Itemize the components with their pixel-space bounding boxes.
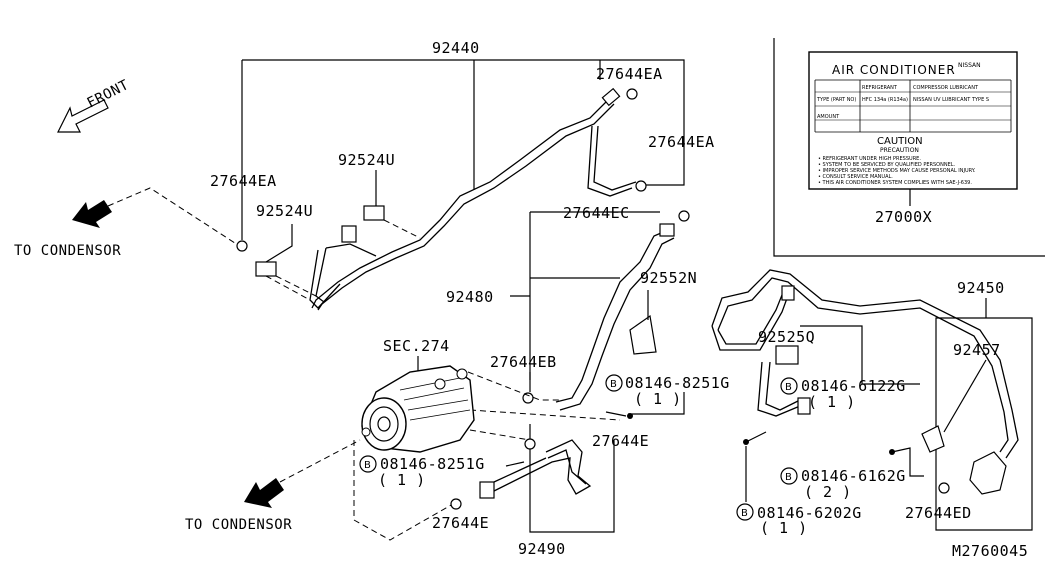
svg-text:B: B (741, 508, 748, 519)
part-92552N[interactable]: 92552N (640, 269, 697, 287)
bracket-92552N (629, 314, 657, 355)
condensor-line-bottom (279, 439, 361, 483)
bolt-8251G-lower (505, 461, 525, 467)
o-ring-27644EA-top (626, 88, 638, 100)
ac-line-1: • REFRIGERANT UNDER HIGH PRESSURE. (818, 156, 921, 162)
pipe-92450 (711, 269, 1019, 459)
ac-lubricant-type: NISSAN UV LUBRICANT TYPE S (913, 97, 989, 103)
svg-text:B: B (610, 379, 617, 390)
ac-line-2: • SYSTEM TO BE SERVICED BY QUALIFIED PER… (818, 162, 956, 168)
part-27644EB[interactable]: 27644EB (490, 353, 557, 371)
part-27644EA-right[interactable]: 27644EA (648, 133, 715, 151)
qty-08146-6122G: ( 1 ) (808, 393, 856, 411)
part-27644EA-left[interactable]: 27644EA (210, 172, 277, 190)
part-27644ED[interactable]: 27644ED (905, 504, 972, 522)
diagram-id: M2760045 (952, 542, 1028, 560)
bolt-symbol-6202G-icon (736, 503, 754, 521)
part-92457[interactable]: 92457 (953, 341, 1001, 359)
to-condensor-top-label: TO CONDENSOR (14, 243, 121, 259)
svg-text:B: B (785, 472, 792, 483)
ac-line-4: • CONSULT SERVICE MANUAL. (818, 174, 893, 180)
part-92440[interactable]: 92440 (432, 39, 480, 57)
part-08146-6122G[interactable]: 08146-6122G (801, 377, 906, 395)
ac-label-brand: NISSAN (958, 62, 981, 69)
to-condensor-bottom-label: TO CONDENSOR (185, 517, 292, 533)
bolt-symbol-6122G-icon (780, 377, 798, 395)
to-condensor-arrow-bottom-icon (244, 478, 284, 508)
label-section-border (773, 38, 1045, 257)
part-27644E-upper[interactable]: 27644E (592, 432, 649, 450)
leader-92440 (242, 59, 685, 186)
clip-92524U-upper (363, 205, 385, 221)
part-27644EA-top[interactable]: 27644EA (596, 65, 663, 83)
o-ring-27644EB (522, 392, 534, 404)
bolt-8251G-upper (605, 411, 627, 417)
o-ring-27644EA-right (635, 180, 647, 192)
o-ring-27644E-upper (524, 438, 536, 450)
part-08146-8251G-upper[interactable]: 08146-8251G (625, 374, 730, 392)
fitting-92450-end (969, 451, 1007, 495)
part-92480[interactable]: 92480 (446, 288, 494, 306)
bracket-92457 (921, 425, 945, 453)
sec-274-label[interactable]: SEC.274 (383, 337, 450, 355)
part-92524U-upper[interactable]: 92524U (338, 151, 395, 169)
bolt-symbol-8251G-lower-icon (359, 455, 377, 473)
service-valve (341, 225, 357, 243)
front-label: FRONT (85, 77, 132, 112)
part-92525Q[interactable]: 92525Q (758, 328, 815, 346)
ac-col-lubricant: COMPRESSOR LUBRICANT (913, 85, 979, 91)
ac-label-title: AIR CONDITIONER (832, 63, 956, 77)
part-08146-6202G[interactable]: 08146-6202G (757, 504, 862, 522)
part-92490[interactable]: 92490 (518, 540, 566, 558)
bolt-6202G (745, 431, 767, 443)
leader-92490 (529, 424, 615, 533)
front-arrow-icon (57, 99, 109, 133)
part-27644EC[interactable]: 27644EC (563, 204, 630, 222)
bracket-92525Q (775, 345, 799, 365)
ac-precaution: PRECAUTION (880, 147, 919, 154)
ac-row-type: TYPE (PART NO) (816, 97, 856, 103)
part-08146-8251G-lower[interactable]: 08146-8251G (380, 455, 485, 473)
ac-row-amount: AMOUNT (817, 114, 840, 120)
ac-caution: CAUTION (877, 136, 923, 147)
clip-92524U-lower (255, 261, 277, 277)
bolt-symbol-6162G-icon (780, 467, 798, 485)
qty-08146-8251G-lower: ( 1 ) (378, 471, 426, 489)
o-ring-27644EA-left (236, 240, 248, 252)
svg-text:B: B (785, 382, 792, 393)
ac-col-refrigerant: REFRIGERANT (862, 85, 898, 91)
qty-08146-6162G: ( 2 ) (804, 483, 852, 501)
pipe-92440 (311, 97, 611, 309)
part-27644E-lower[interactable]: 27644E (432, 514, 489, 532)
condensor-line-top (107, 187, 239, 246)
to-condensor-arrow-top-icon (72, 200, 112, 228)
o-ring-27644E-lower (450, 498, 462, 510)
part-08146-6162G[interactable]: 08146-6162G (801, 467, 906, 485)
ac-line-5: • THIS AIR CONDITIONER SYSTEM COMPLIES W… (818, 180, 972, 186)
svg-text:B: B (364, 460, 371, 471)
ac-label-card (808, 51, 1018, 190)
qty-08146-6202G: ( 1 ) (760, 519, 808, 537)
hose-92480 (555, 229, 669, 403)
ac-refrigerant-type: HFC 134a (R134a) (862, 97, 908, 103)
o-ring-27644EC (678, 210, 690, 222)
part-92450[interactable]: 92450 (957, 279, 1005, 297)
leader-92450 (935, 298, 1033, 531)
compressor-icon (361, 365, 475, 453)
ac-line-3: • IMPROPER SERVICE METHODS MAY CAUSE PER… (818, 168, 976, 174)
bolt-symbol-8251G-upper-icon (605, 374, 623, 392)
part-27000X[interactable]: 27000X (875, 208, 932, 226)
hose-92490 (487, 439, 592, 495)
part-92524U-lower[interactable]: 92524U (256, 202, 313, 220)
o-ring-27644ED (938, 482, 950, 494)
qty-08146-8251G-upper: ( 1 ) (634, 390, 682, 408)
